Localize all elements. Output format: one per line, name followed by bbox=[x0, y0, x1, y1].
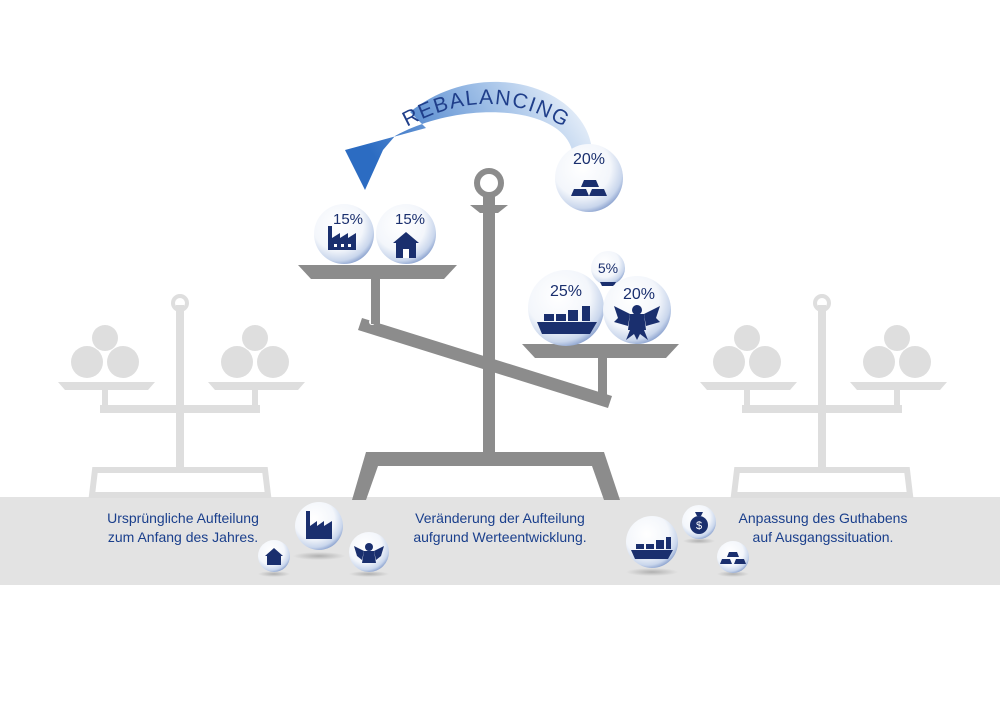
caption-right-line-1: Anpassung des Guthabens bbox=[738, 510, 908, 526]
money-bag-small-icon: $ bbox=[690, 512, 708, 534]
caption-right-line-2: auf Ausgangssituation. bbox=[752, 529, 894, 545]
svg-text:$: $ bbox=[696, 520, 702, 532]
factory-percent: 15% bbox=[333, 211, 363, 228]
ship-bubble: 25% bbox=[528, 270, 604, 346]
ship-icon bbox=[537, 306, 597, 334]
main-scale bbox=[298, 168, 679, 500]
factory-bubble: 15% bbox=[314, 204, 374, 264]
money-bag-percent: 5% bbox=[598, 260, 618, 276]
house-percent: 15% bbox=[395, 211, 425, 228]
gold-small-icon bbox=[720, 552, 746, 564]
caption-center: Veränderung der Aufteilung aufgrund Wert… bbox=[395, 509, 605, 547]
scale-ring bbox=[474, 168, 504, 198]
gold-percent: 20% bbox=[573, 151, 605, 168]
money-bag-small-bubble: $ bbox=[682, 505, 716, 539]
rebalancing-arrow: REBALANCING bbox=[345, 81, 592, 190]
caption-left-line-1: Ursprüngliche Aufteilung bbox=[107, 510, 259, 526]
gold-bars-icon bbox=[571, 180, 607, 196]
gold-small-bubble bbox=[717, 541, 749, 573]
house-bubble: 15% bbox=[376, 204, 436, 264]
right-ghost-scale bbox=[700, 294, 947, 498]
gold-bubble: 20% bbox=[555, 144, 623, 212]
eagle-small-icon bbox=[354, 543, 384, 563]
factory-small-icon bbox=[306, 511, 332, 539]
left-pan bbox=[298, 265, 457, 279]
eagle-bubble: 20% bbox=[603, 276, 671, 344]
ship-percent: 25% bbox=[550, 283, 582, 300]
ship-small-icon bbox=[631, 537, 673, 559]
money-bag-icon bbox=[600, 282, 616, 286]
factory-icon bbox=[328, 226, 356, 250]
factory-small-bubble bbox=[295, 502, 343, 550]
money-bag-bubble: 5% bbox=[591, 251, 625, 286]
house-small-icon bbox=[265, 548, 283, 565]
house-small-bubble bbox=[258, 540, 290, 572]
scale-base bbox=[352, 452, 620, 500]
caption-left: Ursprüngliche Aufteilung zum Anfang des … bbox=[78, 509, 288, 547]
scale-beam bbox=[358, 318, 612, 408]
caption-left-line-2: zum Anfang des Jahres. bbox=[107, 529, 259, 545]
caption-right: Anpassung des Guthabens auf Ausgangssitu… bbox=[718, 509, 928, 547]
caption-center-line-1: Veränderung der Aufteilung bbox=[415, 510, 585, 526]
left-ghost-scale bbox=[58, 294, 305, 498]
eagle-icon bbox=[614, 305, 660, 340]
right-pan bbox=[522, 344, 679, 358]
house-icon bbox=[393, 232, 419, 258]
eagle-small-bubble bbox=[349, 532, 389, 572]
ship-small-bubble bbox=[626, 516, 678, 568]
caption-band bbox=[0, 497, 1000, 585]
scale-pillar bbox=[483, 195, 495, 457]
eagle-percent: 20% bbox=[623, 286, 655, 303]
caption-center-line-2: aufgrund Werteentwicklung. bbox=[413, 529, 587, 545]
